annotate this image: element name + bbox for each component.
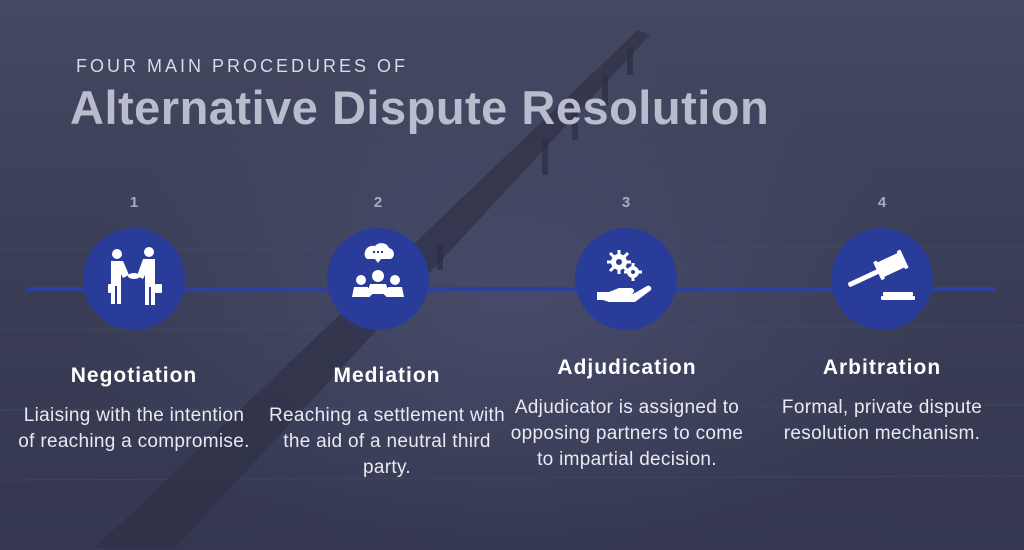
step-2-description: Reaching a settlement with the aid of a … — [269, 405, 505, 478]
page-title: Alternative Dispute Resolution — [70, 81, 770, 134]
step-1-number: 1 — [129, 194, 139, 211]
step-2-title: Mediation — [333, 364, 441, 387]
group-discussion-icon — [352, 243, 404, 297]
gears-hand-icon — [597, 250, 652, 302]
step-2-number: 2 — [373, 194, 383, 211]
step-3-title: Adjudication — [557, 356, 697, 379]
gavel-icon — [848, 249, 915, 300]
timeline-line — [26, 287, 996, 291]
step-3-circle — [575, 228, 677, 330]
step-1-circle — [83, 228, 185, 330]
step-1-description: Liaising with the intention of reaching … — [18, 405, 250, 452]
step-3-number: 3 — [621, 194, 631, 211]
handshake-icon — [108, 247, 162, 305]
step-4-number: 4 — [877, 194, 887, 211]
step-3-description: Adjudicator is assigned to opposing part… — [510, 397, 744, 470]
step-2-circle — [327, 228, 429, 330]
step-4-circle — [831, 228, 933, 330]
step-1-title: Negotiation — [70, 364, 198, 387]
header-eyebrow: FOUR MAIN PROCEDURES OF — [76, 56, 409, 76]
step-4-description: Formal, private dispute resolution mecha… — [781, 397, 983, 444]
step-4-title: Arbitration — [822, 356, 942, 379]
